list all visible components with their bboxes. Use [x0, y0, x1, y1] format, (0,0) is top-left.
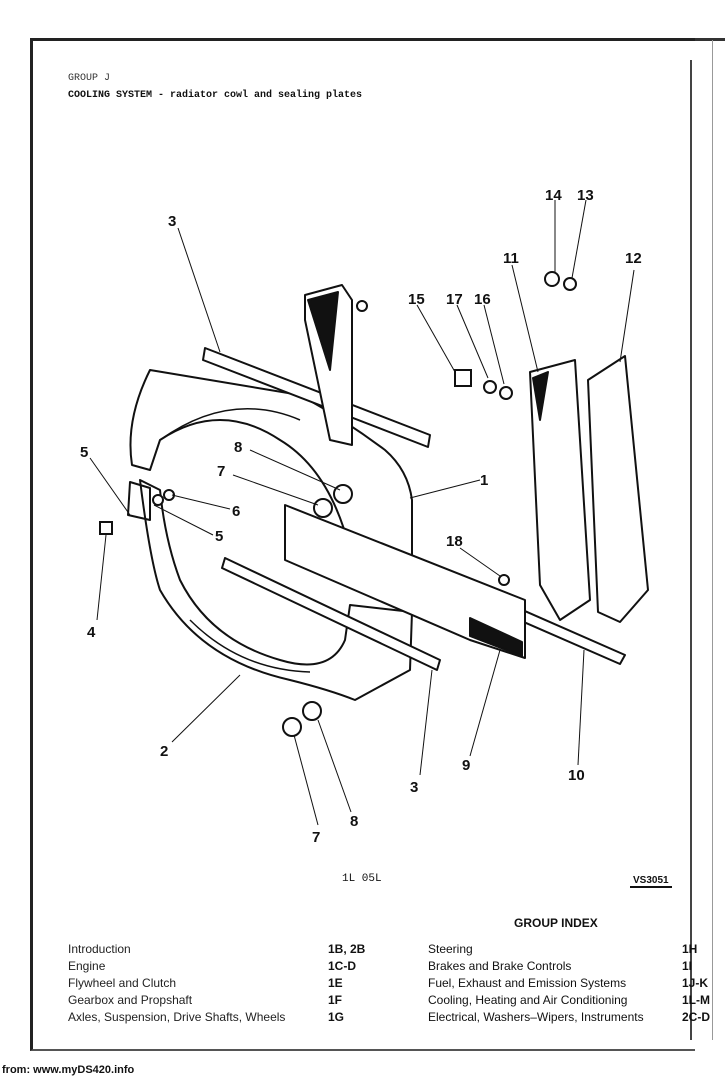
callout-8: 8: [350, 813, 358, 830]
index-label: Engine: [68, 958, 106, 973]
callout-11: 11: [503, 250, 519, 267]
index-label: Brakes and Brake Controls: [428, 958, 572, 973]
index-code: 1G: [328, 1009, 345, 1024]
group-index-title: GROUP INDEX: [514, 916, 598, 930]
index-code: 2C-D: [682, 1009, 711, 1024]
group-index-right: Steering 1H Brakes and Brake Controls 1I…: [428, 940, 720, 1025]
callout-15: 15: [408, 291, 425, 308]
nut: [282, 717, 302, 737]
upper-cowl: [129, 369, 413, 591]
callout-5: 5: [80, 444, 88, 461]
side-plate-11: [529, 359, 591, 621]
index-label: Gearbox and Propshaft: [68, 992, 193, 1007]
figure-reference: VS3051: [630, 875, 672, 888]
index-row[interactable]: Gearbox and Propshaft 1F: [68, 991, 390, 1008]
seal-strip-upper: [202, 347, 431, 448]
index-label: Introduction: [68, 941, 131, 956]
callout-4: 4: [87, 624, 96, 641]
seal-strip-lower: [221, 557, 441, 671]
index-code: 1B, 2B: [328, 941, 366, 956]
callout-3: 3: [168, 213, 176, 230]
index-code: 1E: [328, 975, 343, 990]
callout-8: 8: [234, 439, 242, 456]
callout-13: 13: [577, 187, 594, 204]
callout-1: 1: [480, 472, 488, 489]
index-row[interactable]: Steering 1H: [428, 940, 720, 957]
callout-3: 3: [410, 779, 418, 796]
fixing-nut: [152, 494, 164, 506]
callout-2: 2: [160, 743, 168, 760]
screw: [356, 300, 368, 312]
index-label: Electrical, Washers–Wipers, Instruments: [428, 1009, 644, 1024]
index-row[interactable]: Introduction 1B, 2B: [68, 940, 390, 957]
washer: [302, 701, 322, 721]
nut: [544, 271, 560, 287]
callout-12: 12: [625, 250, 642, 267]
callout-7: 7: [217, 463, 225, 480]
callout-17: 17: [446, 291, 463, 308]
nut: [313, 498, 333, 518]
index-row[interactable]: Engine 1C-D: [68, 957, 390, 974]
screw: [498, 574, 510, 586]
callout-14: 14: [545, 187, 562, 204]
bolt-head: [454, 369, 472, 387]
source-footer: from: www.myDS420.info: [2, 1064, 135, 1076]
index-code: 1J-K: [682, 975, 709, 990]
index-row[interactable]: Brakes and Brake Controls 1I: [428, 957, 720, 974]
index-code: 1L-M: [682, 992, 710, 1007]
callout-7: 7: [312, 829, 320, 846]
bracket: [127, 481, 151, 521]
index-code: 1C-D: [328, 958, 357, 973]
index-code: 1I: [682, 958, 693, 973]
page-title: COOLING SYSTEM - radiator cowl and seali…: [68, 90, 363, 101]
page-header: GROUP J COOLING SYSTEM - radiator cowl a…: [68, 70, 362, 104]
washer: [563, 277, 577, 291]
side-plate-12: [587, 355, 649, 623]
callout-6: 6: [232, 503, 240, 520]
index-code: 1H: [682, 941, 698, 956]
sealing-plate-9: [284, 504, 526, 659]
index-label: Flywheel and Clutch: [68, 975, 177, 990]
index-label: Fuel, Exhaust and Emission Systems: [428, 975, 627, 990]
page-frame: [30, 38, 695, 1051]
figure-code: 1L 05L: [342, 873, 382, 885]
group-index-left: Introduction 1B, 2B Engine 1C-D Flywheel…: [68, 940, 390, 1025]
callout-5: 5: [215, 528, 223, 545]
right-rule: [690, 60, 692, 1040]
callout-9: 9: [462, 757, 470, 774]
index-label: Steering: [428, 941, 473, 956]
index-code: 1F: [328, 992, 343, 1007]
index-row[interactable]: Fuel, Exhaust and Emission Systems 1J-K: [428, 974, 720, 991]
index-row[interactable]: Electrical, Washers–Wipers, Instruments …: [428, 1008, 720, 1025]
index-row[interactable]: Cooling, Heating and Air Conditioning 1L…: [428, 991, 720, 1008]
index-label: Axles, Suspension, Drive Shafts, Wheels: [68, 1009, 286, 1024]
group-label: GROUP J: [68, 73, 111, 84]
outer-rule: [712, 40, 713, 1040]
callout-10: 10: [568, 767, 585, 784]
index-row[interactable]: Axles, Suspension, Drive Shafts, Wheels …: [68, 1008, 390, 1025]
index-row[interactable]: Flywheel and Clutch 1E: [68, 974, 390, 991]
washer: [499, 386, 513, 400]
callout-16: 16: [474, 291, 491, 308]
index-label: Cooling, Heating and Air Conditioning: [428, 992, 628, 1007]
callout-18: 18: [446, 533, 463, 550]
bolt-head: [99, 521, 113, 535]
washer: [333, 484, 353, 504]
washer: [483, 380, 497, 394]
